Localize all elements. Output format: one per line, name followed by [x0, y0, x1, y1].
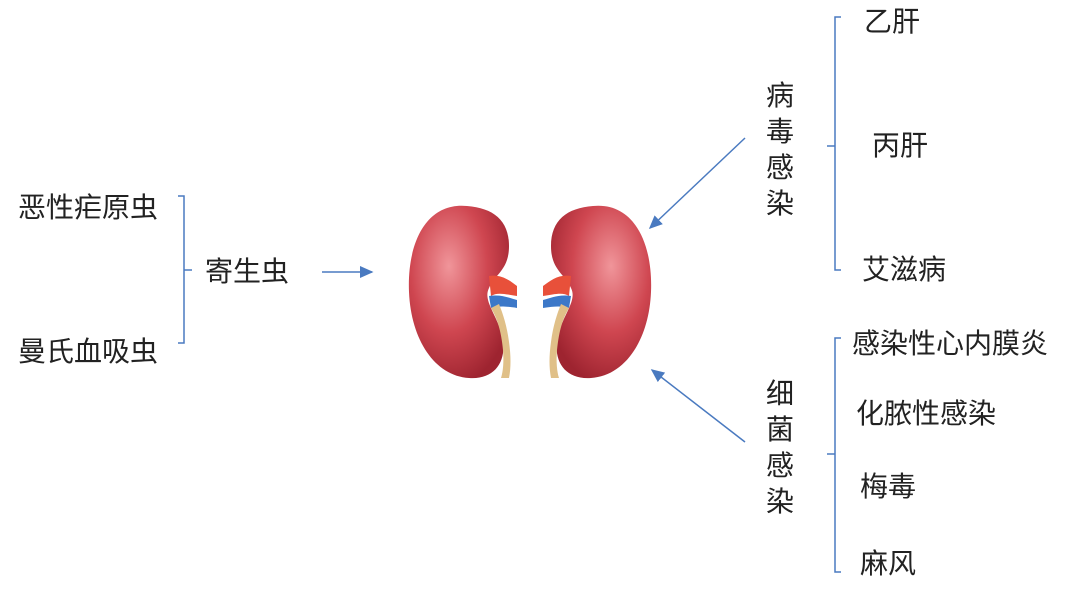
- bacteria-bracket: [827, 337, 841, 573]
- group-bacteria-char: 细: [765, 377, 794, 410]
- bacteria-arrow: [650, 369, 746, 443]
- group-virus-char: 病: [765, 79, 794, 112]
- virus-arrow: [648, 137, 746, 230]
- right-kidney: [543, 205, 652, 379]
- cause-hcv: 丙肝: [872, 129, 929, 162]
- cause-leprosy: 麻风: [860, 547, 917, 580]
- cause-endocarditis: 感染性心内膜炎: [852, 327, 1049, 360]
- group-bacteria: 细 菌 感 染: [765, 376, 795, 520]
- cause-syphilis: 梅毒: [860, 470, 917, 503]
- cause-hiv: 艾滋病: [862, 253, 947, 286]
- left-bracket: [178, 195, 192, 344]
- group-bacteria-char: 感: [765, 449, 794, 482]
- group-bacteria-char: 染: [765, 485, 794, 518]
- group-virus-char: 染: [765, 187, 794, 220]
- group-parasite: 寄生虫: [205, 255, 290, 288]
- group-virus-char: 感: [765, 151, 794, 184]
- virus-bracket: [827, 16, 841, 271]
- cause-hbv: 乙肝: [864, 5, 921, 38]
- cause-schistosoma: 曼氏血吸虫: [18, 335, 159, 368]
- left-kidney: [408, 205, 517, 379]
- group-virus: 病 毒 感 染: [765, 78, 795, 222]
- kidneys-illustration: [408, 205, 652, 379]
- cause-falciparum: 恶性疟原虫: [18, 191, 159, 224]
- group-bacteria-char: 菌: [765, 413, 794, 446]
- group-virus-char: 毒: [765, 115, 794, 148]
- cause-suppurative: 化脓性感染: [856, 397, 997, 430]
